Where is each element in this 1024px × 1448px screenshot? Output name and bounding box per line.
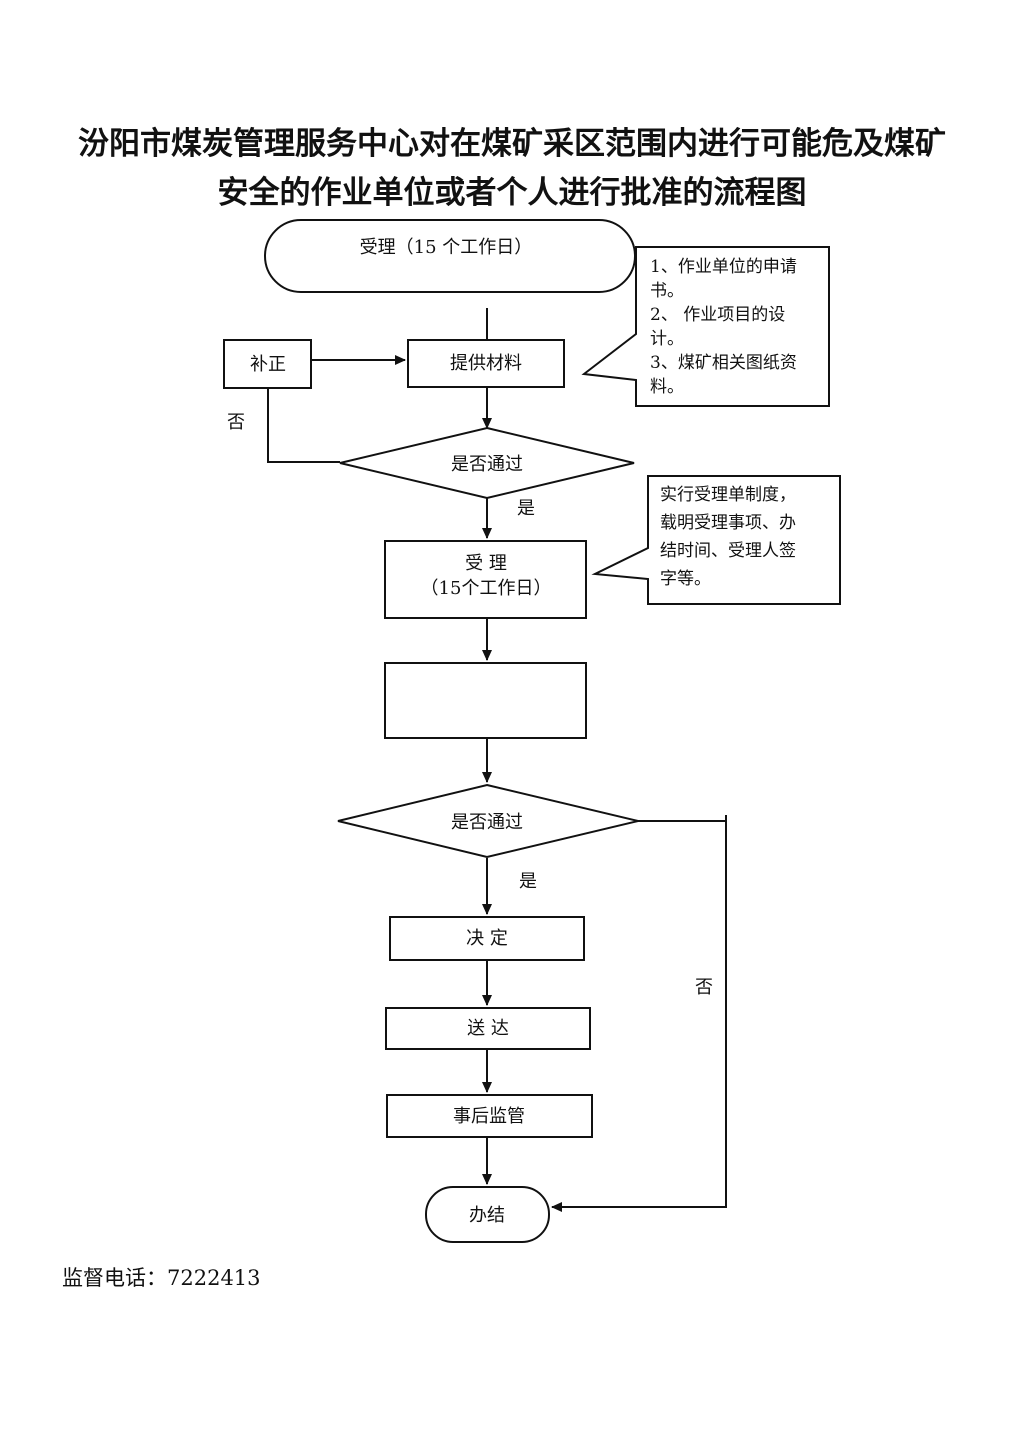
decision1-label: 是否通过 bbox=[451, 454, 523, 475]
materials-note-line: 料。 bbox=[650, 377, 684, 397]
diagram-title-line2: 安全的作业单位或者个人进行批准的流程图 bbox=[217, 175, 807, 211]
supervision-phone: 监督电话：7222413 bbox=[62, 1266, 261, 1290]
connector-decision2-end bbox=[551, 820, 727, 1212]
acceptance-note-line: 载明受理事项、办 bbox=[660, 513, 796, 533]
no-label-2: 否 bbox=[695, 977, 713, 998]
tigong-label: 提供材料 bbox=[450, 353, 522, 374]
materials-note-line: 2、 作业项目的设 bbox=[650, 305, 785, 325]
no-label-1: 否 bbox=[227, 412, 245, 433]
decision1-diamond bbox=[339, 426, 635, 500]
songda-box bbox=[385, 1007, 591, 1050]
buzheng-label: 补正 bbox=[250, 354, 286, 375]
materials-note-line: 1、作业单位的申请 bbox=[650, 257, 797, 277]
materials-note-line: 3、煤矿相关图纸资 bbox=[650, 353, 797, 373]
acceptance-note-line: 字等。 bbox=[660, 569, 711, 589]
tigong-box bbox=[407, 339, 565, 388]
jianguan-label: 事后监管 bbox=[453, 1106, 525, 1127]
buzheng-box bbox=[223, 339, 312, 389]
yes-label-1: 是 bbox=[517, 498, 535, 519]
songda-label: 送 达 bbox=[467, 1018, 509, 1039]
materials-note-line: 书。 bbox=[650, 281, 684, 301]
shouli-label-line2: （15个工作日） bbox=[421, 578, 552, 599]
acceptance-note-line: 结时间、受理人签 bbox=[660, 541, 796, 561]
decision2-diamond bbox=[337, 783, 639, 859]
materials-note-line: 计。 bbox=[650, 329, 684, 349]
jianguan-box bbox=[386, 1094, 593, 1138]
materials-callout bbox=[581, 246, 830, 407]
shouli-box bbox=[384, 540, 587, 619]
connector-decision1-buzheng bbox=[267, 388, 340, 463]
yes-label-2: 是 bbox=[519, 871, 537, 892]
jueding-box bbox=[389, 916, 585, 961]
acceptance-note-line: 实行受理单制度， bbox=[660, 485, 796, 505]
end-node bbox=[425, 1186, 550, 1243]
jueding-label: 决 定 bbox=[466, 928, 508, 949]
start-node-label: 受理（15 个工作日） bbox=[360, 237, 533, 258]
end-node-label: 办结 bbox=[469, 1205, 505, 1226]
decision2-label: 是否通过 bbox=[451, 812, 523, 833]
acceptance-callout bbox=[591, 475, 841, 605]
blank-box bbox=[384, 662, 587, 739]
diagram-title-line1: 汾阳市煤炭管理服务中心对在煤矿采区范围内进行可能危及煤矿 bbox=[78, 126, 946, 162]
shouli-label-line1: 受 理 bbox=[465, 553, 507, 574]
